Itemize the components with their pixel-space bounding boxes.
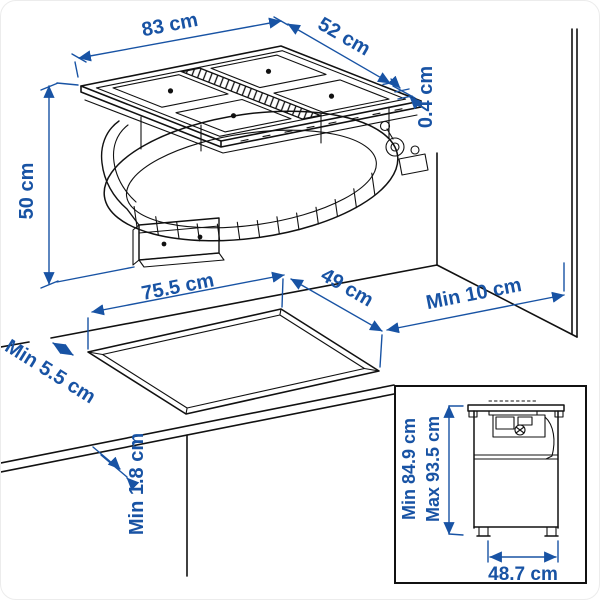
dim-label-unit-height: 50 cm [16, 163, 38, 220]
zone-center-dots [167, 68, 335, 119]
dim-label-cabinet-height-min: Min 84.9 cm [399, 418, 419, 520]
cabinet-side-view [467, 400, 565, 537]
worktop-drawing [1, 308, 395, 577]
dim-label-edge-clearance: Min 5.5 cm [1, 335, 99, 408]
dim-label-hob-depth: 52 cm [314, 13, 374, 60]
dim-label-cabinet-width: 48.7 cm [488, 564, 558, 585]
worktop-front-edge [1, 384, 395, 473]
cutout-outer [87, 308, 380, 415]
dim-label-cabinet-height-max: Max 93.5 cm [423, 416, 443, 522]
down-duct [100, 120, 225, 268]
inset-frame [394, 385, 587, 584]
motor-assembly [379, 120, 429, 176]
extractor-unit-drawing [100, 106, 429, 268]
dim-label-worktop-thickness: Min 1.8 cm [126, 433, 148, 535]
dim-label-side-clearance: Min 10 cm [424, 274, 523, 314]
dim-label-cutout-depth: 49 cm [317, 264, 377, 311]
dim-label-glass-thickness: 0.4 cm [415, 66, 437, 128]
control-marks [240, 108, 403, 142]
wall-lines [1, 28, 578, 348]
cabinet-inset-drawing: Min 84.9 cm Max 93.5 cm 48.7 cm [394, 385, 587, 585]
cutout-inner-ledge [102, 314, 365, 409]
hob-drawing [80, 45, 422, 154]
hob-glass-thickness [80, 85, 422, 148]
dim-label-cutout-width: 75.5 cm [140, 269, 216, 305]
dim-label-hob-width: 83 cm [140, 9, 200, 41]
extractor-grille [179, 67, 323, 120]
